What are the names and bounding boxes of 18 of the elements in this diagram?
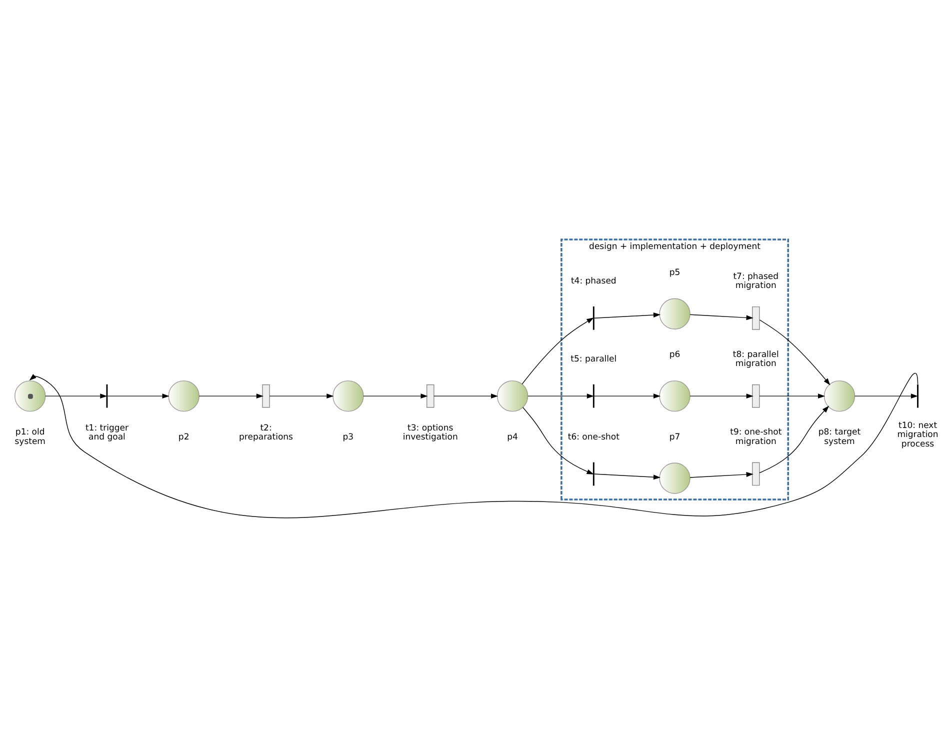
node-label: p6 (669, 350, 680, 360)
node-label: p5 (669, 267, 680, 278)
node-label: t9: one-shot migration (730, 427, 782, 446)
node-label: p8: target system (818, 427, 861, 446)
node-label: p7 (669, 432, 680, 442)
node-label: t5: parallel (570, 354, 617, 364)
node-label: t4: phased (570, 276, 616, 286)
node-label: t6: one-shot (568, 432, 620, 442)
node-label: t8: parallel migration (732, 349, 779, 369)
node-label: t10: next migration process (897, 420, 938, 449)
node-label: p1: old system (14, 427, 46, 446)
node-label: t2: preparations (239, 422, 293, 442)
node-label: t7: phased migration (733, 271, 779, 291)
node-label: p3 (342, 432, 354, 442)
node-label: t3: options investigation (402, 422, 458, 442)
node-label: t1: trigger and goal (85, 422, 128, 442)
node-label: p4 (507, 432, 518, 442)
node-label: p2 (178, 432, 190, 442)
